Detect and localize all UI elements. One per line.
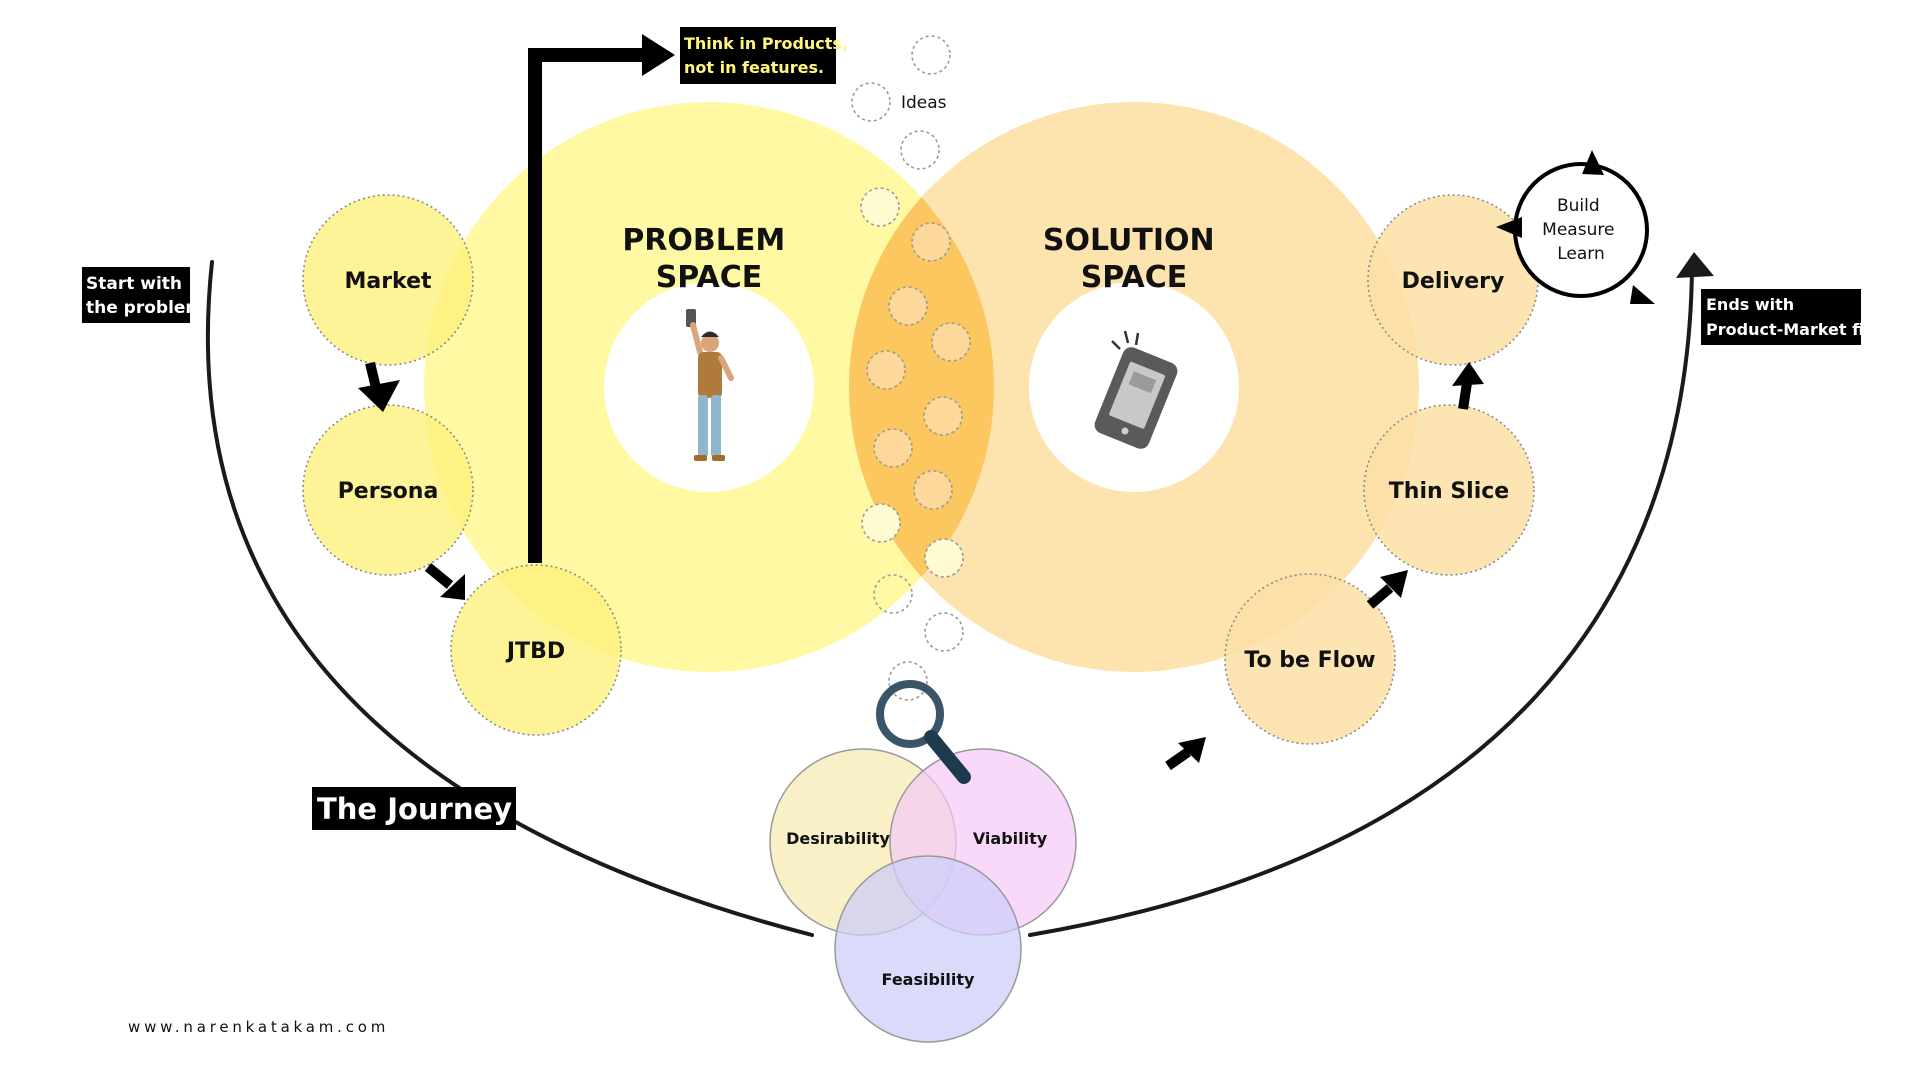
svg-text:Start with the problem: Start with the problem — [86, 274, 203, 318]
loop-label-measure: Measure — [1542, 220, 1614, 240]
idea-bubble — [900, 130, 940, 170]
loop-label-learn: Learn — [1557, 244, 1605, 264]
journey-arc-left — [205, 260, 814, 937]
loop-label-build: Build — [1557, 196, 1600, 216]
arrow-jtbd-to-products-icon — [528, 34, 675, 563]
idea-bubble — [866, 350, 906, 390]
idea-bubble — [923, 396, 963, 436]
svg-text:Build Measure Lear: Build Measure Learn — [1542, 196, 1620, 264]
venn-label-desirability: Desirability — [786, 829, 890, 848]
idea-bubble — [851, 82, 891, 122]
node-jtbd: JTBD — [450, 564, 622, 736]
node-label: Thin Slice — [1389, 479, 1509, 504]
arrow-thin-slice-to-delivery-icon — [1452, 362, 1484, 410]
idea-bubble — [911, 35, 951, 75]
loop-arrow-icon — [1630, 285, 1655, 304]
idea-bubble — [873, 428, 913, 468]
dvf-venn: Desirability Viability Feasibility — [769, 748, 1077, 1043]
idea-bubble — [913, 470, 953, 510]
node-delivery: Delivery — [1367, 194, 1539, 366]
node-persona: Persona — [302, 404, 474, 576]
node-label: Market — [344, 269, 432, 294]
venn-feasibility — [834, 855, 1022, 1043]
callout-ends-with-pmf: Ends with Product-Market fit — [1701, 289, 1872, 345]
idea-bubble — [888, 661, 928, 701]
node-label: To be Flow — [1244, 648, 1375, 673]
idea-bubbles — [851, 35, 971, 701]
venn-label-feasibility: Feasibility — [882, 970, 975, 989]
callout-start-with-problem: Start with the problem — [82, 267, 203, 323]
problem-space-title: PROBLEM SPACE — [622, 223, 795, 295]
journey-arrowhead-icon — [1676, 252, 1714, 278]
loop-arrow-icon — [1496, 217, 1522, 238]
idea-bubble — [860, 187, 900, 227]
the-journey-label: The Journey — [312, 787, 516, 830]
person-illustration-icon — [686, 309, 734, 461]
arrow-persona-to-jtbd-icon — [424, 563, 465, 600]
idea-bubble — [873, 574, 913, 614]
idea-bubble — [888, 286, 928, 326]
node-thin-slice: Thin Slice — [1363, 404, 1535, 576]
arrow-market-to-persona-icon — [358, 361, 400, 412]
build-measure-learn-loop: Build Measure Learn — [1496, 150, 1655, 304]
loop-arrow-icon — [1582, 150, 1604, 175]
idea-bubble — [861, 503, 901, 543]
idea-bubble — [924, 612, 964, 652]
node-market: Market — [302, 194, 474, 366]
node-label: JTBD — [505, 639, 565, 664]
footer-url: www.narenkatakam.com — [128, 1018, 389, 1036]
svg-text:Think in Products, not i: Think in Products, not in features. — [684, 34, 854, 77]
solution-space-title: SOLUTION SPACE — [1043, 223, 1225, 295]
node-label: Persona — [338, 479, 439, 504]
journey-arc-right — [1028, 263, 1694, 937]
magnifying-glass-icon — [876, 680, 971, 784]
svg-text:The Journey: The Journey — [317, 792, 512, 826]
idea-bubble — [924, 538, 964, 578]
idea-bubble — [931, 322, 971, 362]
arrow-journey-icon — [1165, 737, 1206, 771]
node-to-be-flow: To be Flow — [1224, 573, 1396, 745]
callout-think-in-products: Think in Products, not in features. — [680, 27, 854, 84]
idea-bubble — [911, 222, 951, 262]
svg-text:Ends with Product-Market: Ends with Product-Market fit — [1706, 295, 1872, 339]
ideas-label: Ideas — [901, 93, 947, 113]
node-label: Delivery — [1402, 269, 1505, 294]
arrow-flow-to-thin-slice-icon — [1366, 570, 1408, 609]
phone-illustration-icon — [1094, 330, 1178, 449]
venn-label-viability: Viability — [973, 829, 1048, 848]
